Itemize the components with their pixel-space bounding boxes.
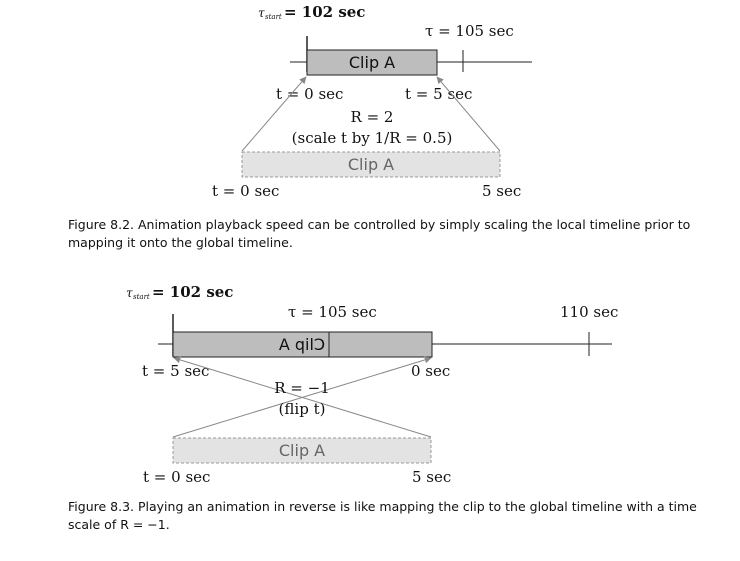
- caption-text: Animation playback speed can be controll…: [68, 217, 691, 250]
- tau-end-label: τ = 105 sec: [425, 22, 514, 40]
- tau-start-value: = 102 sec: [284, 3, 365, 21]
- t0-bottom-label: t = 0 sec: [212, 182, 279, 200]
- clip-a-global-label: Clip A: [349, 53, 395, 72]
- t5-top-label: t = 5 sec: [405, 85, 472, 103]
- t0-top-label-2: 0 sec: [411, 362, 450, 380]
- figure-8-2-diagram: τ start = 102 sec τ = 105 sec Clip A t =…: [212, 3, 532, 200]
- figure-8-3-diagram: τ start = 102 sec τ = 105 sec 110 sec A …: [126, 283, 618, 486]
- clip-a-local-box: [241, 151, 501, 178]
- clip-a-local-label-2: Clip A: [279, 441, 325, 460]
- rate-label: R = 2: [351, 108, 394, 126]
- clip-a-reversed-box: [172, 331, 433, 358]
- caption-number: Figure 8.2.: [68, 217, 134, 232]
- t5-top-label-2: t = 5 sec: [142, 362, 209, 380]
- tau-end-label-2: 110 sec: [560, 303, 618, 321]
- map-line-left: [241, 76, 307, 152]
- caption-text-2: Playing an animation in reverse is like …: [68, 499, 697, 532]
- t5-bottom-label-2: 5 sec: [412, 468, 451, 486]
- map-line-right: [436, 76, 501, 152]
- tau-start-subscript-2: start: [133, 293, 150, 301]
- tau-start-value-2: = 102 sec: [152, 283, 233, 301]
- tau-start-symbol: τ: [258, 6, 265, 20]
- clip-a-global-box: [306, 49, 438, 76]
- figure-8-2-caption: Figure 8.2. Animation playback speed can…: [68, 216, 708, 252]
- rate-note: (scale t by 1/R = 0.5): [292, 129, 453, 147]
- rate-note-2: (flip t): [279, 400, 326, 418]
- rate-label-2: R = −1: [274, 379, 330, 397]
- t0-bottom-label-2: t = 0 sec: [143, 468, 210, 486]
- tau-mid-label: τ = 105 sec: [288, 303, 377, 321]
- t0-top-label: t = 0 sec: [276, 85, 343, 103]
- tau-start-symbol-2: τ: [126, 286, 133, 300]
- t5-bottom-label: 5 sec: [482, 182, 521, 200]
- figure-8-3-caption: Figure 8.3. Playing an animation in reve…: [68, 498, 708, 534]
- clip-a-local-box-2: [172, 437, 432, 464]
- caption-number-2: Figure 8.3.: [68, 499, 134, 514]
- clip-a-local-label: Clip A: [348, 155, 394, 174]
- tau-start-subscript: start: [265, 13, 282, 21]
- map-line-cross-2: [173, 356, 432, 438]
- clip-a-reversed-label: A qilƆ: [279, 335, 325, 354]
